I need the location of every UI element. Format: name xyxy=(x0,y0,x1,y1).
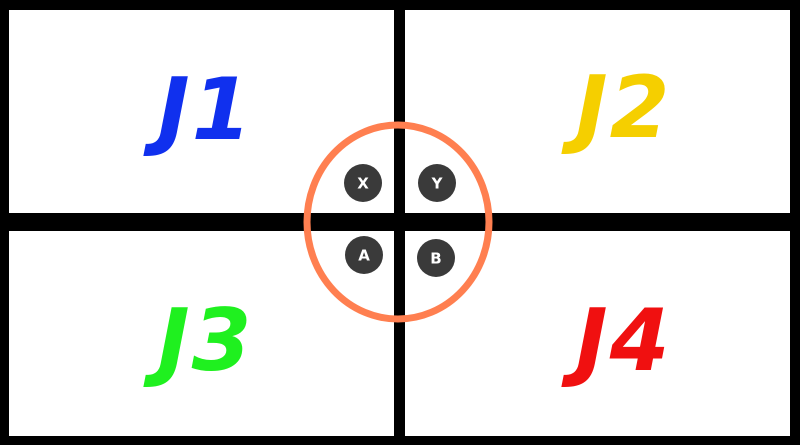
player-2-label: J2 xyxy=(575,57,672,158)
player-1-viewport[interactable]: J1 xyxy=(9,10,394,213)
player-3-viewport[interactable]: J3 xyxy=(9,231,394,436)
player-4-viewport[interactable]: J4 xyxy=(405,231,790,436)
player-2-viewport[interactable]: J2 xyxy=(405,10,790,213)
player-1-label: J1 xyxy=(157,59,254,160)
player-3-label: J3 xyxy=(157,290,254,391)
player-4-label: J4 xyxy=(575,290,672,391)
